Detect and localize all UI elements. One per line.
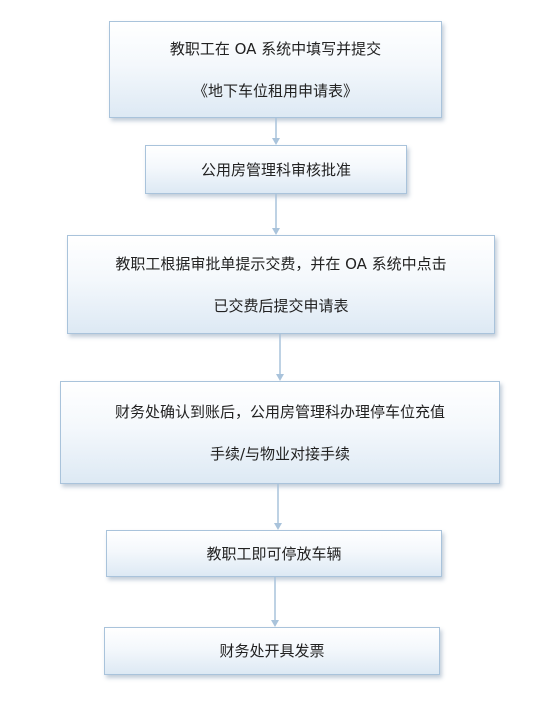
flow-step-1-submit-application: 教职工在 OA 系统中填写并提交 《地下车位租用申请表》: [109, 21, 442, 118]
flow-step-2-approval: 公用房管理科审核批准: [145, 145, 407, 194]
step-1-line-2: 《地下车位租用申请表》: [192, 81, 358, 100]
step-3-line-1: 教职工根据审批单提示交费，并在 OA 系统中点击: [115, 254, 447, 273]
flow-arrow-2: [272, 194, 280, 235]
step-5-line-1: 教职工即可停放车辆: [206, 544, 342, 563]
flow-arrow-1: [272, 118, 280, 145]
flow-arrow-3: [276, 334, 284, 381]
step-3-line-2: 已交费后提交申请表: [213, 296, 349, 315]
step-6-line-1: 财务处开具发票: [219, 642, 325, 660]
step-2-line-1: 公用房管理科审核批准: [200, 160, 351, 179]
step-1-line-1: 教职工在 OA 系统中填写并提交: [169, 39, 382, 58]
flow-step-4-finance-confirm: 财务处确认到账后，公用房管理科办理停车位充值 手续/与物业对接手续: [60, 381, 500, 484]
flow-step-3-payment: 教职工根据审批单提示交费，并在 OA 系统中点击 已交费后提交申请表: [67, 235, 495, 334]
flow-step-5-park-vehicle: 教职工即可停放车辆: [106, 530, 442, 577]
flow-arrow-5: [271, 577, 279, 627]
flow-arrow-4: [274, 484, 282, 530]
step-4-line-1: 财务处确认到账后，公用房管理科办理停车位充值: [114, 402, 445, 421]
flow-step-6-issue-invoice: 财务处开具发票: [104, 627, 440, 675]
step-4-line-2: 手续/与物业对接手续: [209, 444, 351, 463]
